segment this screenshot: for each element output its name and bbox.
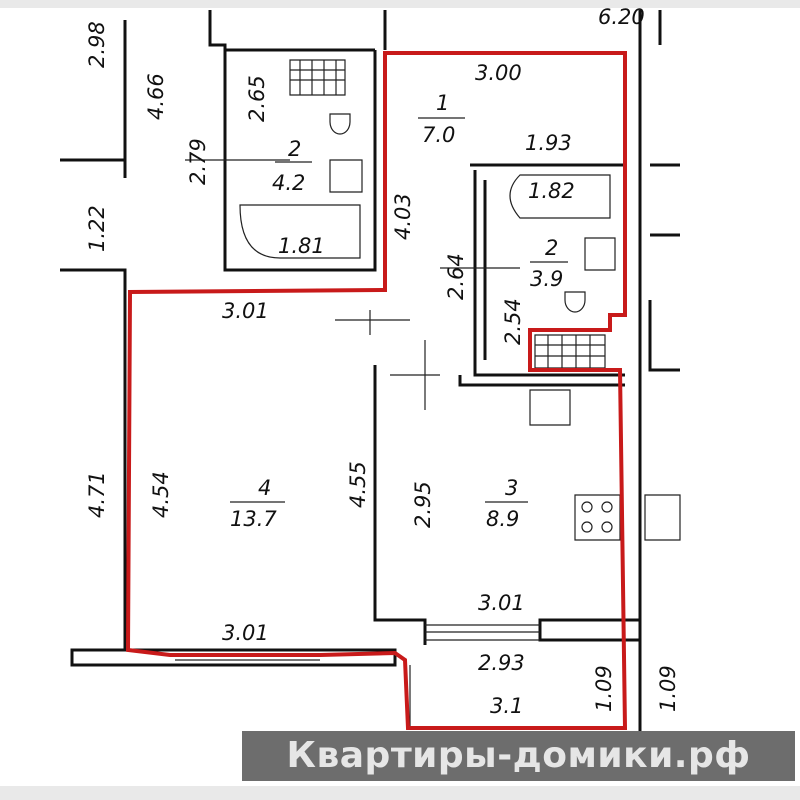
dim-label: 2.79 xyxy=(186,138,210,185)
dim-label: 3.01 xyxy=(222,621,269,645)
room-area: 7.0 xyxy=(422,123,455,147)
dim-label: 4.66 xyxy=(144,73,168,120)
room-bathroom-left: 2 4.2 xyxy=(272,137,312,195)
dim-label: 1.22 xyxy=(85,205,109,252)
dim-label: 1.09 xyxy=(592,665,616,712)
dim-label: 2.54 xyxy=(501,298,525,345)
dim-label: 2.93 xyxy=(478,651,525,675)
dim-label: 2.95 xyxy=(411,481,435,528)
room-area: 4.2 xyxy=(272,171,305,195)
dim-label: 2.64 xyxy=(444,253,468,300)
dim-label: 2.65 xyxy=(245,75,269,122)
bottom-edge xyxy=(0,786,800,800)
walls xyxy=(60,10,681,780)
room-hall: 1 7.0 xyxy=(418,91,465,147)
dim-label: 2.98 xyxy=(85,21,109,68)
dim-label: 3.00 xyxy=(475,61,522,85)
room-kitchen: 3 8.9 xyxy=(485,476,528,531)
room-area: 8.9 xyxy=(486,507,519,531)
dim-label: 3.01 xyxy=(478,591,525,615)
dim-label: 4.71 xyxy=(85,471,109,518)
apartment-outline xyxy=(125,51,628,730)
dim-label: 1.09 xyxy=(656,665,680,712)
room-area: 13.7 xyxy=(230,507,277,531)
watermark: Квартиры-домики.рф xyxy=(242,731,795,781)
room-balcony-area: 3.1 xyxy=(490,694,523,718)
room-number: 3 xyxy=(505,476,518,500)
room-bathroom-right: 2 3.9 xyxy=(530,236,568,291)
dim-label: 3.01 xyxy=(222,299,269,323)
room-living: 4 13.7 xyxy=(230,476,285,531)
dim-label: 1.93 xyxy=(525,131,572,155)
room-area: 3.9 xyxy=(530,267,563,291)
room-number: 1 xyxy=(436,91,449,115)
dim-label: 6.20 xyxy=(598,5,645,29)
dim-label: 4.54 xyxy=(149,471,173,518)
dim-label: 4.55 xyxy=(346,461,370,508)
room-number: 2 xyxy=(288,137,301,161)
dim-label: 1.81 xyxy=(278,234,325,258)
room-number: 4 xyxy=(258,476,271,500)
dim-label: 1.82 xyxy=(528,179,575,203)
dim-label: 4.03 xyxy=(391,193,415,240)
top-edge xyxy=(0,0,800,8)
room-number: 2 xyxy=(545,236,558,260)
